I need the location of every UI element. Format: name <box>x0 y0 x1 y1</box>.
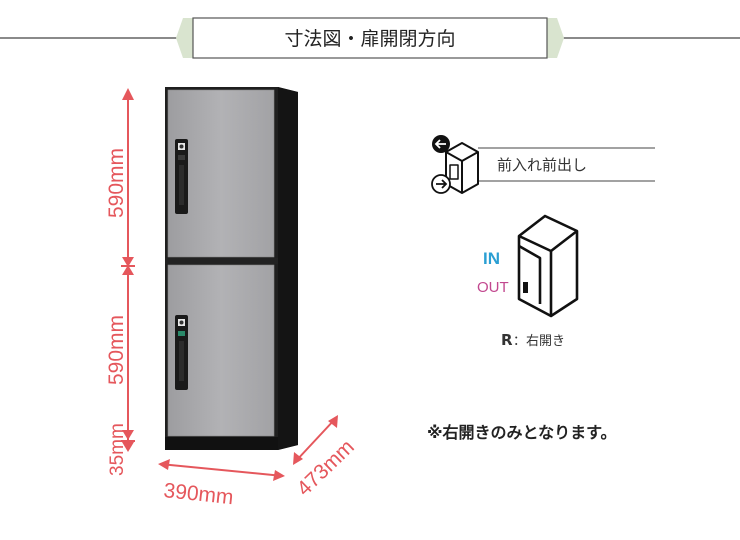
width-label: 390mm <box>162 479 234 509</box>
hinge-description: ：右開き <box>513 334 565 349</box>
height-top-label: 590mm <box>105 148 128 218</box>
front-access-icon <box>445 142 479 194</box>
open-box-icon <box>517 214 579 318</box>
front-in-front-out-label: 前入れ前出し <box>497 156 587 174</box>
page-title: 寸法図・扉開閉方向 <box>284 28 455 50</box>
door-divider <box>165 258 278 264</box>
out-label: OUT <box>477 279 509 296</box>
dimension-lines <box>121 88 338 481</box>
depth-label: 473mm <box>292 435 358 500</box>
hinge-letter: R <box>501 331 513 349</box>
top-door-handle <box>175 139 188 214</box>
locker-base <box>165 437 278 450</box>
front-in-front-out-legend: 前入れ前出し <box>431 135 655 194</box>
note-text: ※右開きのみとなります。 <box>427 423 616 442</box>
locker-illustration <box>165 87 298 450</box>
in-label: IN <box>483 249 500 268</box>
height-bottom-label: 590mm <box>105 315 128 385</box>
open-direction-legend: IN OUT R ：右開き <box>477 214 579 349</box>
locker-side <box>278 87 298 450</box>
bottom-door-handle <box>175 315 188 390</box>
height-base-label: 35mm <box>107 423 128 476</box>
banner-box <box>192 17 548 59</box>
title-banner: 寸法図・扉開閉方向 <box>0 17 740 59</box>
